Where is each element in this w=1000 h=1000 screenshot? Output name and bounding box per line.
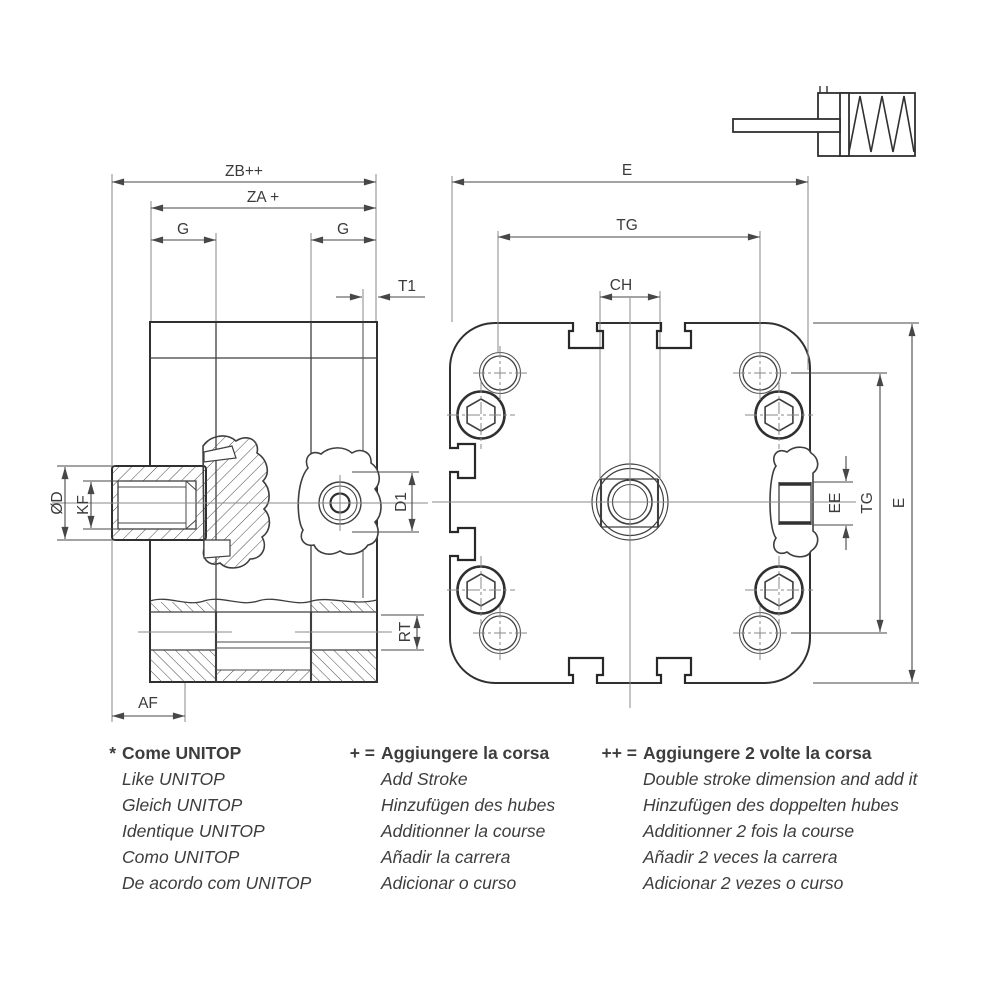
dim-label-od: ØD bbox=[49, 491, 66, 514]
end-cap-hatch bbox=[311, 650, 377, 682]
footnote-line: Hinzufügen des hubes bbox=[381, 795, 556, 815]
footnote-line: Como UNITOP bbox=[122, 847, 240, 867]
dim-label-d1: D1 bbox=[393, 492, 410, 512]
port-boss-d1 bbox=[297, 447, 382, 555]
footnote-column-add-stroke: + =Aggiungere la corsa Add Stroke Hinzuf… bbox=[350, 740, 556, 896]
footnote-line: Hinzufügen des doppelten hubes bbox=[643, 795, 899, 815]
footnote-marker: * bbox=[109, 743, 116, 763]
footnote-marker: + = bbox=[349, 743, 375, 763]
dim-label-g-right: G bbox=[337, 221, 349, 238]
footnote-line: Additionner la course bbox=[381, 821, 546, 841]
footnote-line: Identique UNITOP bbox=[122, 821, 265, 841]
dim-label-zb: ZB++ bbox=[225, 163, 263, 180]
piston bbox=[839, 92, 850, 157]
dim-label-ch: CH bbox=[610, 277, 632, 294]
footnote-line: Añadir la carrera bbox=[381, 847, 511, 867]
footnote-marker: ++ = bbox=[601, 743, 637, 763]
footnote-line: Additionner 2 fois la course bbox=[643, 821, 855, 841]
footnote-header: *Come UNITOP bbox=[109, 740, 311, 766]
thread-bore bbox=[117, 480, 197, 530]
footnote-column-double-stroke: ++ =Aggiungere 2 volte la corsa Double s… bbox=[601, 740, 918, 896]
dim-label-g-left: G bbox=[177, 221, 189, 238]
dim-label-af: AF bbox=[138, 695, 158, 712]
dim-label-kf: KF bbox=[75, 495, 92, 515]
dim-label-tg-side: TG bbox=[859, 492, 876, 514]
footnote-line: Like UNITOP bbox=[122, 769, 225, 789]
dim-label-za: ZA + bbox=[247, 189, 279, 206]
dim-label-e-top: E bbox=[622, 162, 632, 179]
dim-label-ee: EE bbox=[827, 493, 844, 514]
dim-label-tg-top: TG bbox=[616, 217, 638, 234]
sensor-slots bbox=[447, 320, 693, 686]
dim-label-rt: RT bbox=[397, 621, 414, 642]
dim-label-e-side: E bbox=[891, 498, 908, 508]
footnote-line: Double stroke dimension and add it bbox=[643, 769, 918, 789]
right-view-dimensions: E TG CH EE TG E bbox=[452, 162, 919, 684]
footnote-line: De acordo com UNITOP bbox=[122, 873, 312, 893]
left-view-dimensions: ZB++ ZA + G G T1 ØD KF D1 RT bbox=[49, 163, 425, 720]
left-view-side-section: ZB++ ZA + G G T1 ØD KF D1 RT bbox=[49, 163, 428, 722]
footnote-line: Adicionar o curso bbox=[381, 873, 517, 893]
footnote-column-unitop: *Come UNITOP Like UNITOP Gleich UNITOP I… bbox=[109, 740, 312, 896]
footnote-header: + =Aggiungere la corsa bbox=[350, 740, 555, 766]
single-acting-cylinder-spring-icon bbox=[732, 86, 916, 157]
rod-clevis-hatch bbox=[202, 435, 271, 569]
footnote-line: Añadir 2 veces la carrera bbox=[643, 847, 838, 867]
right-view-front: E TG CH EE TG E bbox=[432, 162, 919, 708]
end-cap-hatch bbox=[150, 650, 216, 682]
dim-label-t1: T1 bbox=[398, 278, 416, 295]
footnote-line: Adicionar 2 vezes o curso bbox=[643, 873, 844, 893]
footnote-line: Add Stroke bbox=[381, 769, 468, 789]
footnote-header: ++ =Aggiungere 2 volte la corsa bbox=[601, 740, 917, 766]
screw-center-lines bbox=[447, 346, 813, 660]
piston-rod bbox=[732, 118, 841, 133]
spring-zigzag bbox=[848, 95, 915, 153]
footnote-line: Gleich UNITOP bbox=[122, 795, 243, 815]
